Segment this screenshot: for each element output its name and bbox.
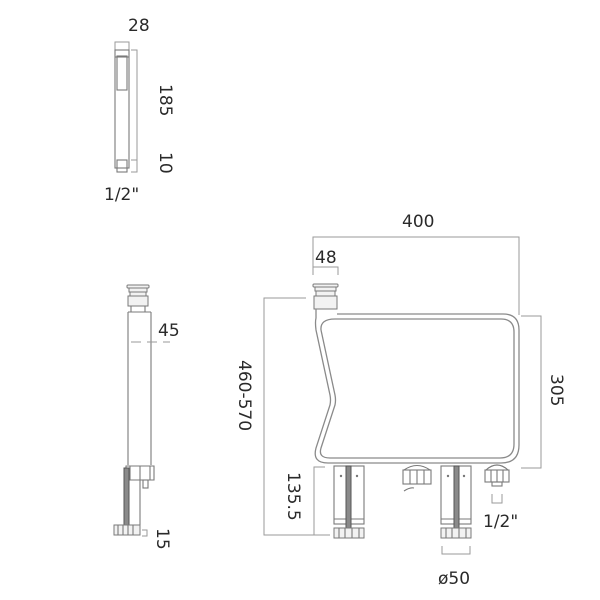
front-view-body-outer bbox=[314, 309, 520, 464]
handset-length-bracket bbox=[131, 49, 138, 161]
handset-view: 28 185 10 1/2" bbox=[104, 16, 175, 205]
handset-body bbox=[114, 49, 130, 169]
front-view: 400 48 305 460-570 135.5 bbox=[234, 212, 566, 589]
front-view-leg-diameter-label: ø50 bbox=[438, 569, 470, 589]
front-view-outlet-nut bbox=[484, 464, 510, 504]
front-view-outlet-thread-label: 1/2" bbox=[483, 512, 518, 532]
front-view-body-inner bbox=[319, 318, 515, 459]
front-view-spout-label: 48 bbox=[315, 248, 337, 268]
handset-connector-label: 10 bbox=[155, 152, 175, 174]
handset-width-bracket bbox=[114, 41, 130, 50]
handset-length-label: 185 bbox=[155, 84, 175, 116]
side-view-diameter-label: 45 bbox=[158, 321, 180, 341]
side-view-threaded-rod bbox=[123, 467, 130, 526]
side-view-foot bbox=[113, 524, 141, 536]
front-view-leg-bracket bbox=[313, 466, 325, 535]
handset-width-label: 28 bbox=[128, 16, 150, 36]
front-view-height-range-bracket bbox=[263, 297, 330, 536]
side-view: 45 15 bbox=[113, 284, 180, 550]
handset-connector bbox=[116, 159, 128, 173]
front-view-width-label: 400 bbox=[402, 212, 434, 232]
front-view-center-valve bbox=[402, 464, 432, 492]
front-view-leg-label: 135.5 bbox=[283, 472, 303, 521]
front-view-leg-diameter-bracket bbox=[441, 546, 471, 555]
front-view-body-height-bracket bbox=[521, 315, 542, 469]
front-view-body-height-label: 305 bbox=[546, 374, 566, 406]
front-view-right-leg bbox=[440, 465, 472, 539]
front-view-left-leg bbox=[333, 465, 365, 539]
front-view-spout-nut bbox=[313, 295, 338, 310]
handset-thread-label: 1/2" bbox=[104, 185, 139, 205]
handset-head bbox=[116, 55, 128, 91]
front-view-height-range-label: 460-570 bbox=[234, 360, 254, 431]
front-view-width-bracket bbox=[312, 236, 520, 315]
side-view-nut bbox=[127, 295, 149, 307]
side-view-base-label: 15 bbox=[152, 528, 172, 550]
